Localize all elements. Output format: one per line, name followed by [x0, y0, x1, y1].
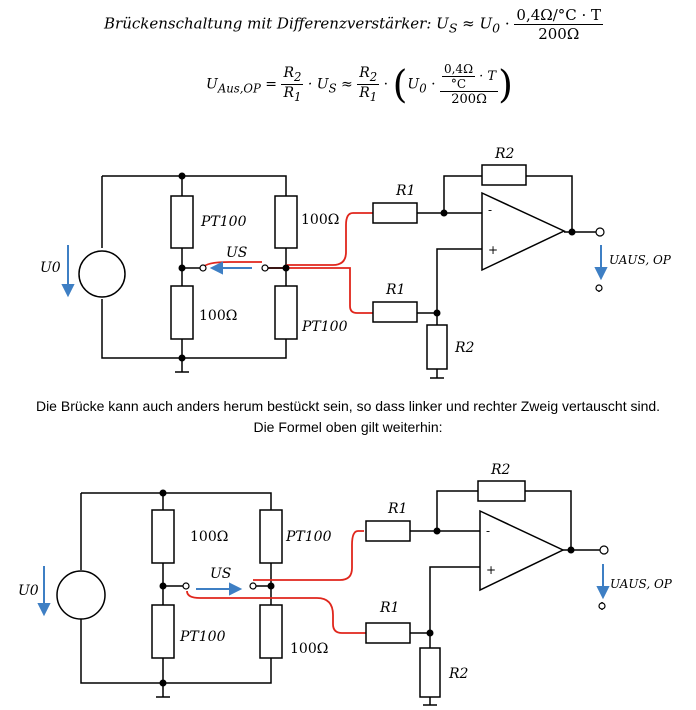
- formula1-den: 200Ω: [538, 25, 580, 43]
- circuit1-wiring: [101, 175, 600, 379]
- circuit2-signal-wire-top: [253, 530, 364, 581]
- circuit2-arrows: [37, 564, 610, 617]
- formula2-inner-den: 200Ω: [451, 92, 487, 107]
- formula2-u0-sub: 0: [419, 81, 427, 96]
- circuit2-plus: +: [486, 563, 496, 577]
- formula2-us-sub: S: [328, 81, 337, 96]
- circuit2-r1-bottom: [365, 622, 411, 644]
- circuit2-opamp: [479, 509, 565, 592]
- circuit1-us-label: US: [226, 245, 247, 261]
- circuit1-r2-bottom: [426, 324, 448, 370]
- circuit2-right-bottom-label: 100Ω: [290, 641, 328, 657]
- formula2-r1: R: [283, 85, 295, 101]
- formula2-r1-sub: 1: [294, 89, 302, 104]
- circuit1-resistor-right-bottom: [274, 285, 298, 340]
- circuit2-r1-bottom-label: R1: [379, 600, 399, 616]
- circuit1-resistor-left-bottom: [170, 285, 194, 340]
- formula2-approx: ≈: [336, 76, 358, 93]
- circuit2-source-label: U0: [18, 583, 39, 599]
- circuit1-nodes: [178, 172, 576, 362]
- circuit2-output-label: UAUS, OP: [610, 577, 673, 591]
- circuit1-resistor-right-top: [274, 195, 298, 249]
- formula1-sub2: 0: [492, 20, 501, 36]
- formula2-u0: U: [407, 76, 420, 93]
- circuit1-voltage-source: [78, 250, 126, 298]
- circuit1-right-top-label: 100Ω: [301, 212, 339, 228]
- circuit2-r2-top-label: R2: [490, 462, 511, 478]
- circuit1-signal-wires: [265, 212, 373, 314]
- circuit2-us-label: US: [210, 566, 231, 582]
- circuit-1: U0 PT100 100Ω 100Ω PT100 US R1 R1 R2 R2 …: [40, 146, 672, 379]
- formula2-inner-t: · T: [479, 69, 497, 84]
- formula1-dot: ·: [500, 14, 515, 33]
- circuit1-opamp: [481, 191, 566, 272]
- formula2-eq: =: [260, 76, 282, 93]
- formula2-r2-sub: 2: [294, 70, 302, 84]
- circuit2-terminals: [182, 545, 609, 610]
- circuit2-r1-top: [365, 520, 411, 542]
- formula2-lhs: U: [206, 76, 218, 93]
- circuit1-r1-top: [372, 202, 418, 224]
- note-line-1: Die Brücke kann auch anders herum bestüc…: [35, 398, 661, 414]
- circuit1-r2-top-label: R2: [494, 146, 515, 162]
- circuit2-voltage-source: [56, 570, 106, 620]
- circuit2-resistor-right-top: [259, 509, 283, 564]
- circuit1-minus: -: [488, 203, 492, 217]
- circuit2-r2-top: [477, 480, 526, 502]
- circuit2-r1-top-label: R1: [387, 501, 407, 517]
- circuit2-left-bottom-label: PT100: [179, 629, 226, 645]
- circuit1-terminals: [199, 227, 605, 292]
- formula2-us: · U: [303, 76, 329, 93]
- formula1-sub: S: [448, 20, 458, 36]
- formula2-inner-num-top: 0,4Ω: [441, 62, 476, 77]
- circuit1-labels: U0 PT100 100Ω 100Ω PT100 US R1 R1 R2 R2 …: [40, 146, 672, 356]
- circuit1-r1-bottom-label: R1: [385, 282, 405, 298]
- circuit1-r1-bottom: [372, 301, 418, 323]
- circuit2-right-top-label: PT100: [285, 529, 332, 545]
- formula2-inner-fraction: 0,4Ω°C · T 200Ω: [439, 62, 499, 107]
- circuit1-left-bottom-label: 100Ω: [199, 308, 237, 324]
- formula2-lhs-sub: Aus,OP: [217, 81, 261, 96]
- circuit1-resistor-left-top: [170, 195, 194, 249]
- circuit1-source-label: U0: [40, 260, 61, 276]
- circuit1-r2-bottom-label: R2: [454, 340, 475, 356]
- circuit2-resistor-left-top: [151, 509, 175, 564]
- formula-bridge: Brückenschaltung mit Differenzverstärker…: [104, 6, 604, 43]
- circuit1-r2-top: [481, 164, 527, 186]
- formula2-r2: R: [283, 65, 295, 82]
- circuit2-signal-wire-bottom: [186, 590, 366, 634]
- formula2-r1b: R: [359, 85, 370, 101]
- note-text: Die Brücke kann auch anders herum bestüc…: [0, 396, 696, 438]
- formula2-inner-num-bot: °C: [450, 77, 467, 91]
- circuit2-r2-bottom: [419, 647, 441, 698]
- circuit1-arrows: [61, 245, 608, 298]
- circuit2-labels: U0 100Ω PT100 PT100 100Ω US R1 R1 R2 R2 …: [18, 462, 673, 682]
- formula1-mid: ≈ U: [457, 14, 493, 33]
- circuit1-left-top-label: PT100: [200, 214, 247, 230]
- circuit2-minus: -: [486, 524, 490, 538]
- circuit1-output-label: UAUS, OP: [609, 253, 672, 267]
- circuit1-right-bottom-label: PT100: [301, 319, 348, 335]
- note-line-2: Die Formel oben gilt weiterhin:: [253, 419, 443, 435]
- formula2-r2b: R: [359, 65, 370, 82]
- formula1-num: 0,4Ω/°C · T: [514, 6, 604, 25]
- circuit2-left-top-label: 100Ω: [190, 529, 228, 545]
- circuit-2: U0 100Ω PT100 PT100 100Ω US R1 R1 R2 R2 …: [18, 462, 673, 706]
- circuit2-resistor-right-bottom: [259, 604, 283, 659]
- circuit1-r1-top-label: R1: [395, 183, 415, 199]
- circuit2-r2-bottom-label: R2: [448, 666, 469, 682]
- circuit2-resistor-left-bottom: [151, 604, 175, 659]
- formula1-prefix: Brückenschaltung mit Differenzverstärker…: [104, 14, 449, 33]
- circuit1-plus: +: [488, 243, 498, 257]
